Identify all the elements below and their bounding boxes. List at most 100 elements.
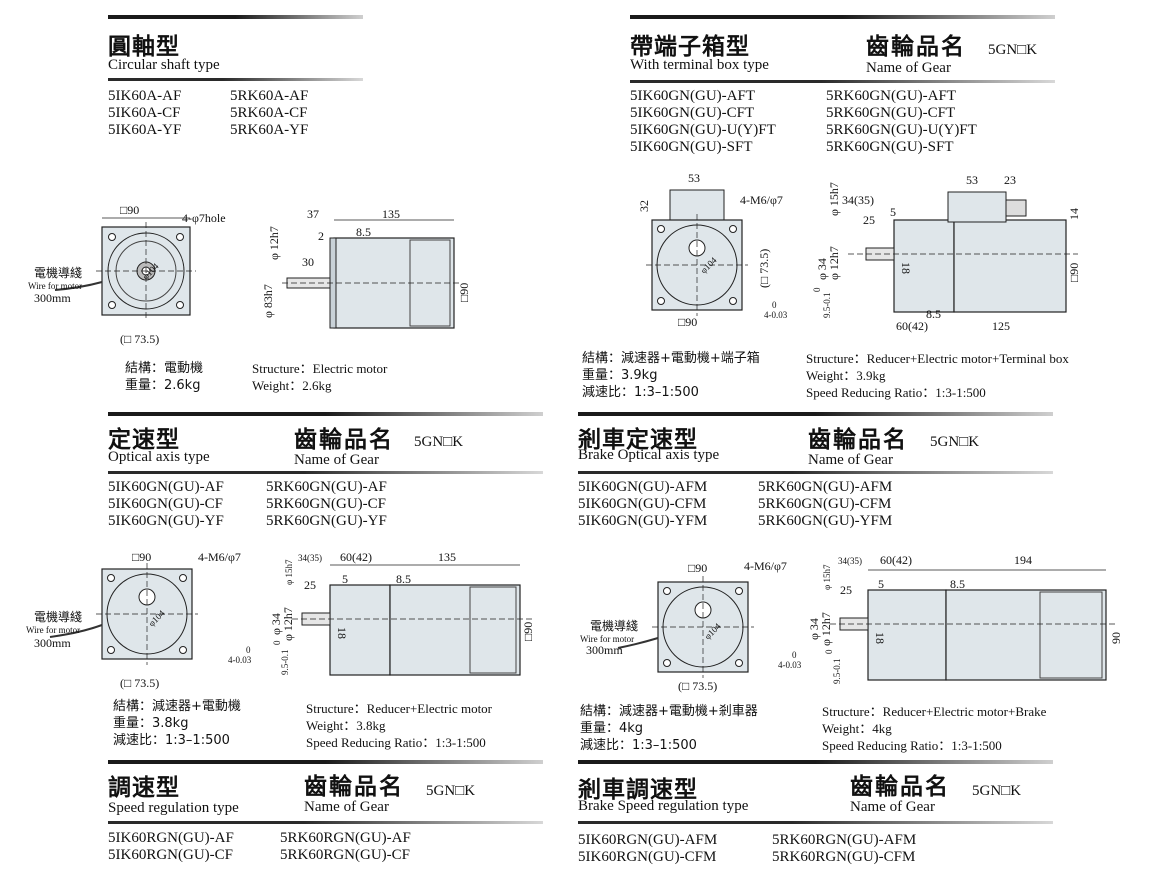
spec-line: Speed Reducing Ratio：1:3-1:500 [806,385,986,400]
model-item: 5IK60GN(GU)-AF [108,479,224,495]
model-item: 5RK60RGN(GU)-CF [280,847,411,863]
model-list-rk: 5RK60GN(GU)-AFT 5RK60GN(GU)-CFT 5RK60GN(… [826,88,977,156]
wire-label-en: Wire for motor [580,634,634,644]
dim-key-tol: 0 [246,645,251,655]
spec-line: 重量：2.6kg [125,378,201,393]
cable-gland [1005,199,1027,217]
model-item: 5RK60A-AF [230,88,309,104]
dim-d2: 25 [863,213,875,227]
motor-body [953,219,1067,313]
dim-d3: 5 [878,577,884,591]
wire-label-cn: 電機導綫 [590,618,638,633]
spec-line: 重量：3.8kg [113,716,189,731]
dim-key-height: 9.5-0.1 [280,650,290,676]
dim-key-height: 9.5-0.1 [832,659,842,685]
model-item: 5RK60RGN(GU)-AFM [772,832,917,848]
dim-motor-length: 135 [438,550,456,564]
gear-name-cn: 齒輪品名 [304,774,404,800]
dim-key: 4-0.03 [778,660,802,670]
model-item: 5IK60A-CF [108,105,181,121]
dim-height: □90 [457,283,471,302]
mount-hole [729,297,737,305]
dim-d4: 8.5 [926,307,941,321]
model-item: 5RK60GN(GU)-AFT [826,88,956,104]
dim-d4: 8.5 [356,225,371,239]
section-top-bar [108,760,543,764]
dim-d3: 2 [318,229,324,243]
gear-model: 5GN□K [930,434,980,450]
dim-square: □90 [132,550,151,564]
motor-body [389,584,521,676]
mount-hole [108,301,116,309]
side-view-drawing: 34(35) 60(42) 194 φ 15h7 25 5 8.5 φ 34 φ… [807,553,1123,681]
gear-name-en: Name of Gear [808,452,893,468]
gear-name-cn: 齒輪品名 [294,427,394,453]
dim-holes: 4-M6/φ7 [740,193,783,207]
model-item: 5RK60GN(GU)-SFT [826,139,954,155]
dim-d4: 8.5 [950,577,965,591]
mount-hole [108,233,116,241]
spec-cn: 結構：減速器+電動機+剎車器 重量：4kg 減速比：1:3–1:500 [580,703,758,754]
dim-shaft: φ 15h7 [822,564,832,590]
spec-line: 結構：電動機 [125,361,204,376]
section-title-cn: 調速型 [108,775,180,801]
front-view-drawing: □90 4-M6/φ7 φ104 (□ 73.5) 電機導綫 Wire for … [580,559,842,693]
wire-label-en: Wire for motor [26,625,80,635]
dim-s1: φ 34 [807,618,821,640]
model-item: 5IK60GN(GU)-AFT [630,88,755,104]
model-item: 5RK60GN(GU)-YF [266,513,387,529]
section-title-en: Brake Speed regulation type [578,798,749,814]
dim-d1: 34(35) [842,193,874,207]
model-list-rk: 5RK60RGN(GU)-AF 5RK60RGN(GU)-CF [280,830,411,864]
section-top-bar [108,412,543,416]
model-item: 5RK60GN(GU)-AF [266,479,387,495]
model-list-rk: 5RK60A-AF 5RK60A-CF 5RK60A-YF [230,88,308,139]
spec-line: Weight：4kg [822,721,892,736]
model-list-ik: 5IK60RGN(GU)-AF 5IK60RGN(GU)-CF [108,830,234,864]
spec-line: Structure：Reducer+Electric motor+Brake [822,704,1047,719]
dim-s3: 18 [899,262,913,274]
dim-d2: 135 [382,207,400,221]
dim-key-height-tol: 0 [824,649,834,654]
model-item: 5RK60RGN(GU)-AF [280,830,411,846]
section-title-en: Optical axis type [108,449,210,465]
section-title-cn: 圓軸型 [108,34,180,60]
motor-body [945,589,1107,681]
model-item: 5IK60GN(GU)-AFM [578,479,708,495]
front-view-drawing: □90 4-M6/φ7 φ104 (□ 73.5) 電機導綫 Wire for … [26,550,290,690]
spec-en: Structure：Reducer+Electric motor+Termina… [806,350,1069,401]
gear-name-en: Name of Gear [304,799,389,815]
dim-body: φ 83h7 [261,284,275,318]
model-item: 5RK60GN(GU)-CFT [826,105,956,121]
wire-length: 300mm [34,636,71,650]
wire-label-cn: 電機導綫 [34,609,82,624]
model-item: 5IK60A-YF [108,122,182,138]
gear-model: 5GN□K [426,783,476,799]
section-under-bar [578,821,1053,824]
spec-line: 結構：減速器+電動機+端子箱 [582,351,760,366]
dim-height: 90 [1109,632,1123,644]
dim-d3: 5 [342,572,348,586]
dim-box-height: 32 [637,200,651,212]
model-list-ik: 5IK60A-AF 5IK60A-CF 5IK60A-YF [108,88,181,139]
section-title-cn: 定速型 [108,427,180,453]
wire-label-en: Wire for motor [28,281,82,291]
model-list-rk: 5RK60GN(GU)-AFM 5RK60GN(GU)-CFM 5RK60GN(… [758,479,892,530]
model-item: 5RK60RGN(GU)-CFM [772,849,916,865]
gear-model: 5GN□K [988,42,1038,58]
mount-hole [663,659,671,667]
dim-holes: 4-M6/φ7 [744,559,787,573]
model-list-ik: 5IK60GN(GU)-AF 5IK60GN(GU)-CF 5IK60GN(GU… [108,479,224,530]
section-title-cn: 剎車定速型 [578,427,698,453]
section-under-bar [630,80,1055,83]
dim-key-height-tol: 0 [272,640,282,645]
mount-hole [179,574,187,582]
side-view-drawing: 37 135 2 8.5 30 φ 12h7 φ 83h7 □90 [261,207,471,329]
gearbox-body [867,589,947,681]
dim-box-width: 53 [688,171,700,185]
model-item: 5IK60GN(GU)-U(Y)FT [630,122,776,138]
section-title-en: Brake Optical axis type [578,447,720,463]
model-item: 5IK60GN(GU)-CFT [630,105,755,121]
gear-name-cn: 齒輪品名 [850,774,950,800]
mount-hole [107,646,115,654]
